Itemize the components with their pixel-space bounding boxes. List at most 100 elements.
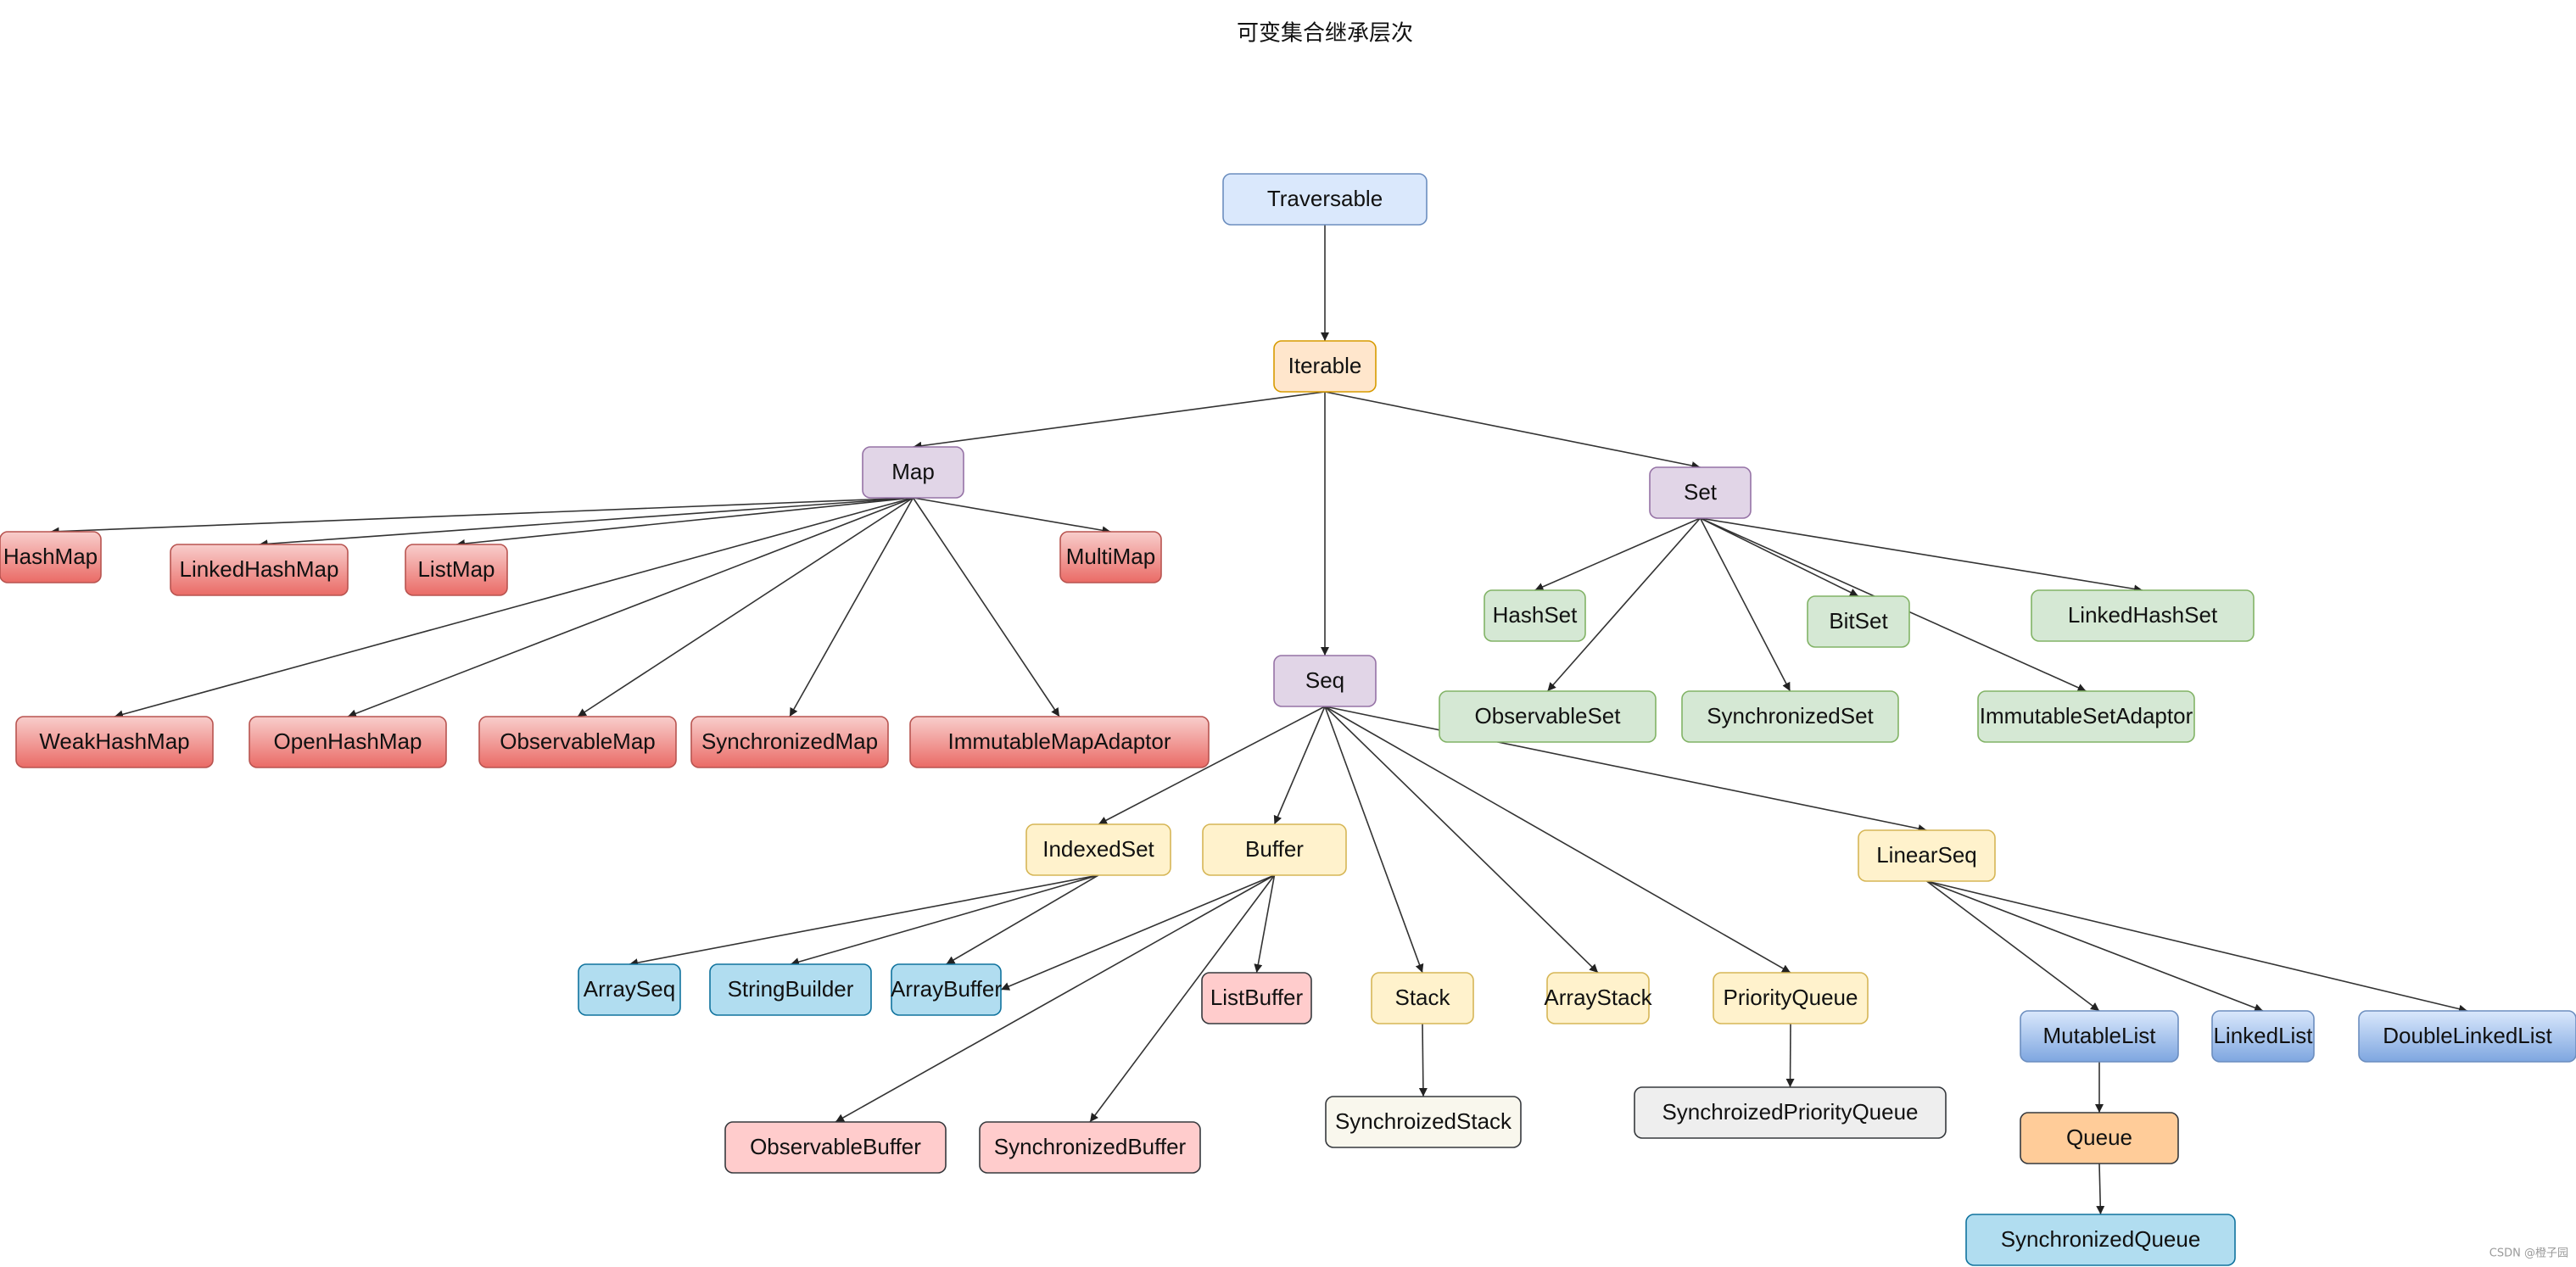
node-buffer: Buffer: [1202, 823, 1347, 876]
node-array-seq: ArraySeq: [578, 963, 681, 1016]
edge-buffer-to-list-buffer: [1254, 874, 1276, 974]
edge-set-to-bit-set: [1700, 517, 1859, 597]
node-box-double-linked-list: [2358, 1010, 2576, 1063]
node-box-synchronized-map: [690, 716, 889, 768]
edge-seq-to-linear-seq: [1324, 706, 1927, 833]
node-hash-set: HashSet: [1484, 589, 1586, 642]
node-box-list-map: [405, 544, 508, 596]
edge-indexed-set-to-array-seq: [629, 874, 1099, 968]
node-open-hash-map: OpenHashMap: [249, 716, 447, 768]
node-label-multi-map: MultiMap: [1066, 544, 1155, 569]
edge-seq-to-array-stack: [1324, 706, 1599, 974]
edge-iterable-to-map: [913, 391, 1326, 450]
node-box-synchronized-queue: [1965, 1214, 2236, 1266]
node-label-stack: Stack: [1394, 985, 1450, 1010]
edge-set-to-linked-hash-set: [1700, 517, 2143, 594]
edge-seq-to-stack: [1324, 706, 1424, 974]
node-label-iterable: Iterable: [1288, 353, 1362, 378]
node-box-synchronized-buffer: [979, 1121, 1201, 1174]
node-label-map: Map: [891, 459, 935, 484]
node-label-array-stack: ArrayStack: [1544, 985, 1652, 1010]
node-box-observable-set: [1439, 690, 1657, 743]
node-label-double-linked-list: DoubleLinkedList: [2383, 1023, 2552, 1048]
node-label-list-buffer: ListBuffer: [1210, 985, 1304, 1010]
node-synchroized-priority-queue: SynchroizedPriorityQueue: [1634, 1086, 1947, 1139]
node-box-observable-map: [478, 716, 677, 768]
node-label-observable-set: ObservableSet: [1475, 703, 1622, 728]
node-label-list-map: ListMap: [417, 556, 495, 582]
node-linked-list: LinkedList: [2211, 1010, 2315, 1063]
node-box-list-buffer: [1201, 972, 1312, 1024]
node-box-seq: [1273, 655, 1377, 707]
edge-iterable-to-set: [1324, 391, 1701, 470]
node-stack: Stack: [1371, 972, 1474, 1024]
node-label-observable-buffer: ObservableBuffer: [750, 1134, 921, 1159]
node-box-immutable-map-adaptor: [909, 716, 1210, 768]
node-iterable: Iterable: [1273, 340, 1377, 393]
node-label-array-buffer: ArrayBuffer: [891, 976, 1002, 1002]
node-box-synchroized-stack: [1325, 1096, 1522, 1148]
edge-linear-seq-to-mutable-list: [1926, 880, 2100, 1012]
node-immutable-set-adaptor: ImmutableSetAdaptor: [1977, 690, 2195, 743]
node-label-synchronized-map: SynchronizedMap: [701, 728, 878, 754]
node-traversable: Traversable: [1222, 173, 1428, 226]
node-label-priority-queue: PriorityQueue: [1724, 985, 1858, 1010]
node-box-weak-hash-map: [15, 716, 214, 768]
diagram-title: 可变集合继承层次: [1237, 21, 1413, 47]
node-label-immutable-set-adaptor: ImmutableSetAdaptor: [1980, 703, 2193, 728]
node-box-priority-queue: [1713, 972, 1869, 1024]
node-double-linked-list: DoubleLinkedList: [2358, 1010, 2576, 1063]
node-array-buffer: ArrayBuffer: [891, 963, 1002, 1016]
node-seq: Seq: [1273, 655, 1377, 707]
edge-map-to-synchronized-map: [789, 497, 914, 717]
node-synchronized-buffer: SynchronizedBuffer: [979, 1121, 1201, 1174]
node-label-synchronized-set: SynchronizedSet: [1707, 703, 1874, 728]
node-box-immutable-set-adaptor: [1977, 690, 2195, 743]
node-label-bit-set: BitSet: [1829, 608, 1888, 634]
edge-set-to-synchronized-set: [1699, 517, 1791, 692]
node-box-traversable: [1222, 173, 1428, 226]
node-observable-map: ObservableMap: [478, 716, 677, 768]
node-linked-hash-set: LinkedHashSet: [2031, 589, 2255, 642]
node-box-linear-seq: [1858, 829, 1996, 882]
node-synchronized-set: SynchronizedSet: [1681, 690, 1899, 743]
edge-seq-to-priority-queue: [1324, 706, 1791, 974]
edge-map-to-open-hash-map: [347, 497, 914, 718]
edge-buffer-to-synchronized-buffer: [1089, 874, 1276, 1123]
node-box-open-hash-map: [249, 716, 447, 768]
edge-map-to-multi-map: [913, 497, 1111, 535]
node-label-hash-map: HashMap: [3, 544, 98, 569]
node-mutable-list: MutableList: [2020, 1010, 2179, 1063]
edge-map-to-list-map: [455, 497, 914, 548]
node-list-map: ListMap: [405, 544, 508, 596]
node-label-seq: Seq: [1305, 667, 1344, 693]
node-label-linked-hash-map: LinkedHashMap: [180, 556, 339, 582]
node-label-hash-set: HashSet: [1493, 602, 1578, 628]
node-label-queue: Queue: [2066, 1125, 2132, 1150]
node-linked-hash-map: LinkedHashMap: [170, 544, 349, 596]
node-box-linked-hash-map: [170, 544, 349, 596]
watermark: CSDN @橙子园: [2489, 1247, 2568, 1260]
edge-indexed-set-to-array-buffer: [946, 874, 1099, 965]
node-label-linear-seq: LinearSeq: [1876, 842, 1977, 868]
node-map: Map: [862, 446, 964, 499]
node-box-synchronized-set: [1681, 690, 1899, 743]
node-label-observable-map: ObservableMap: [500, 728, 656, 754]
node-label-synchronized-buffer: SynchronizedBuffer: [994, 1134, 1187, 1159]
node-box-linked-list: [2211, 1010, 2315, 1063]
node-label-set: Set: [1684, 479, 1718, 505]
node-box-array-seq: [578, 963, 681, 1016]
node-synchronized-map: SynchronizedMap: [690, 716, 889, 768]
node-box-queue: [2020, 1112, 2179, 1164]
node-box-multi-map: [1059, 531, 1162, 583]
edge-map-to-hash-map: [50, 497, 914, 536]
node-label-traversable: Traversable: [1267, 186, 1383, 211]
node-hash-map: HashMap: [0, 531, 102, 583]
node-label-string-builder: StringBuilder: [728, 976, 854, 1002]
node-label-buffer: Buffer: [1245, 836, 1304, 862]
node-box-array-buffer: [891, 963, 1002, 1016]
edge-queue-to-synchronized-queue: [2096, 1163, 2105, 1215]
